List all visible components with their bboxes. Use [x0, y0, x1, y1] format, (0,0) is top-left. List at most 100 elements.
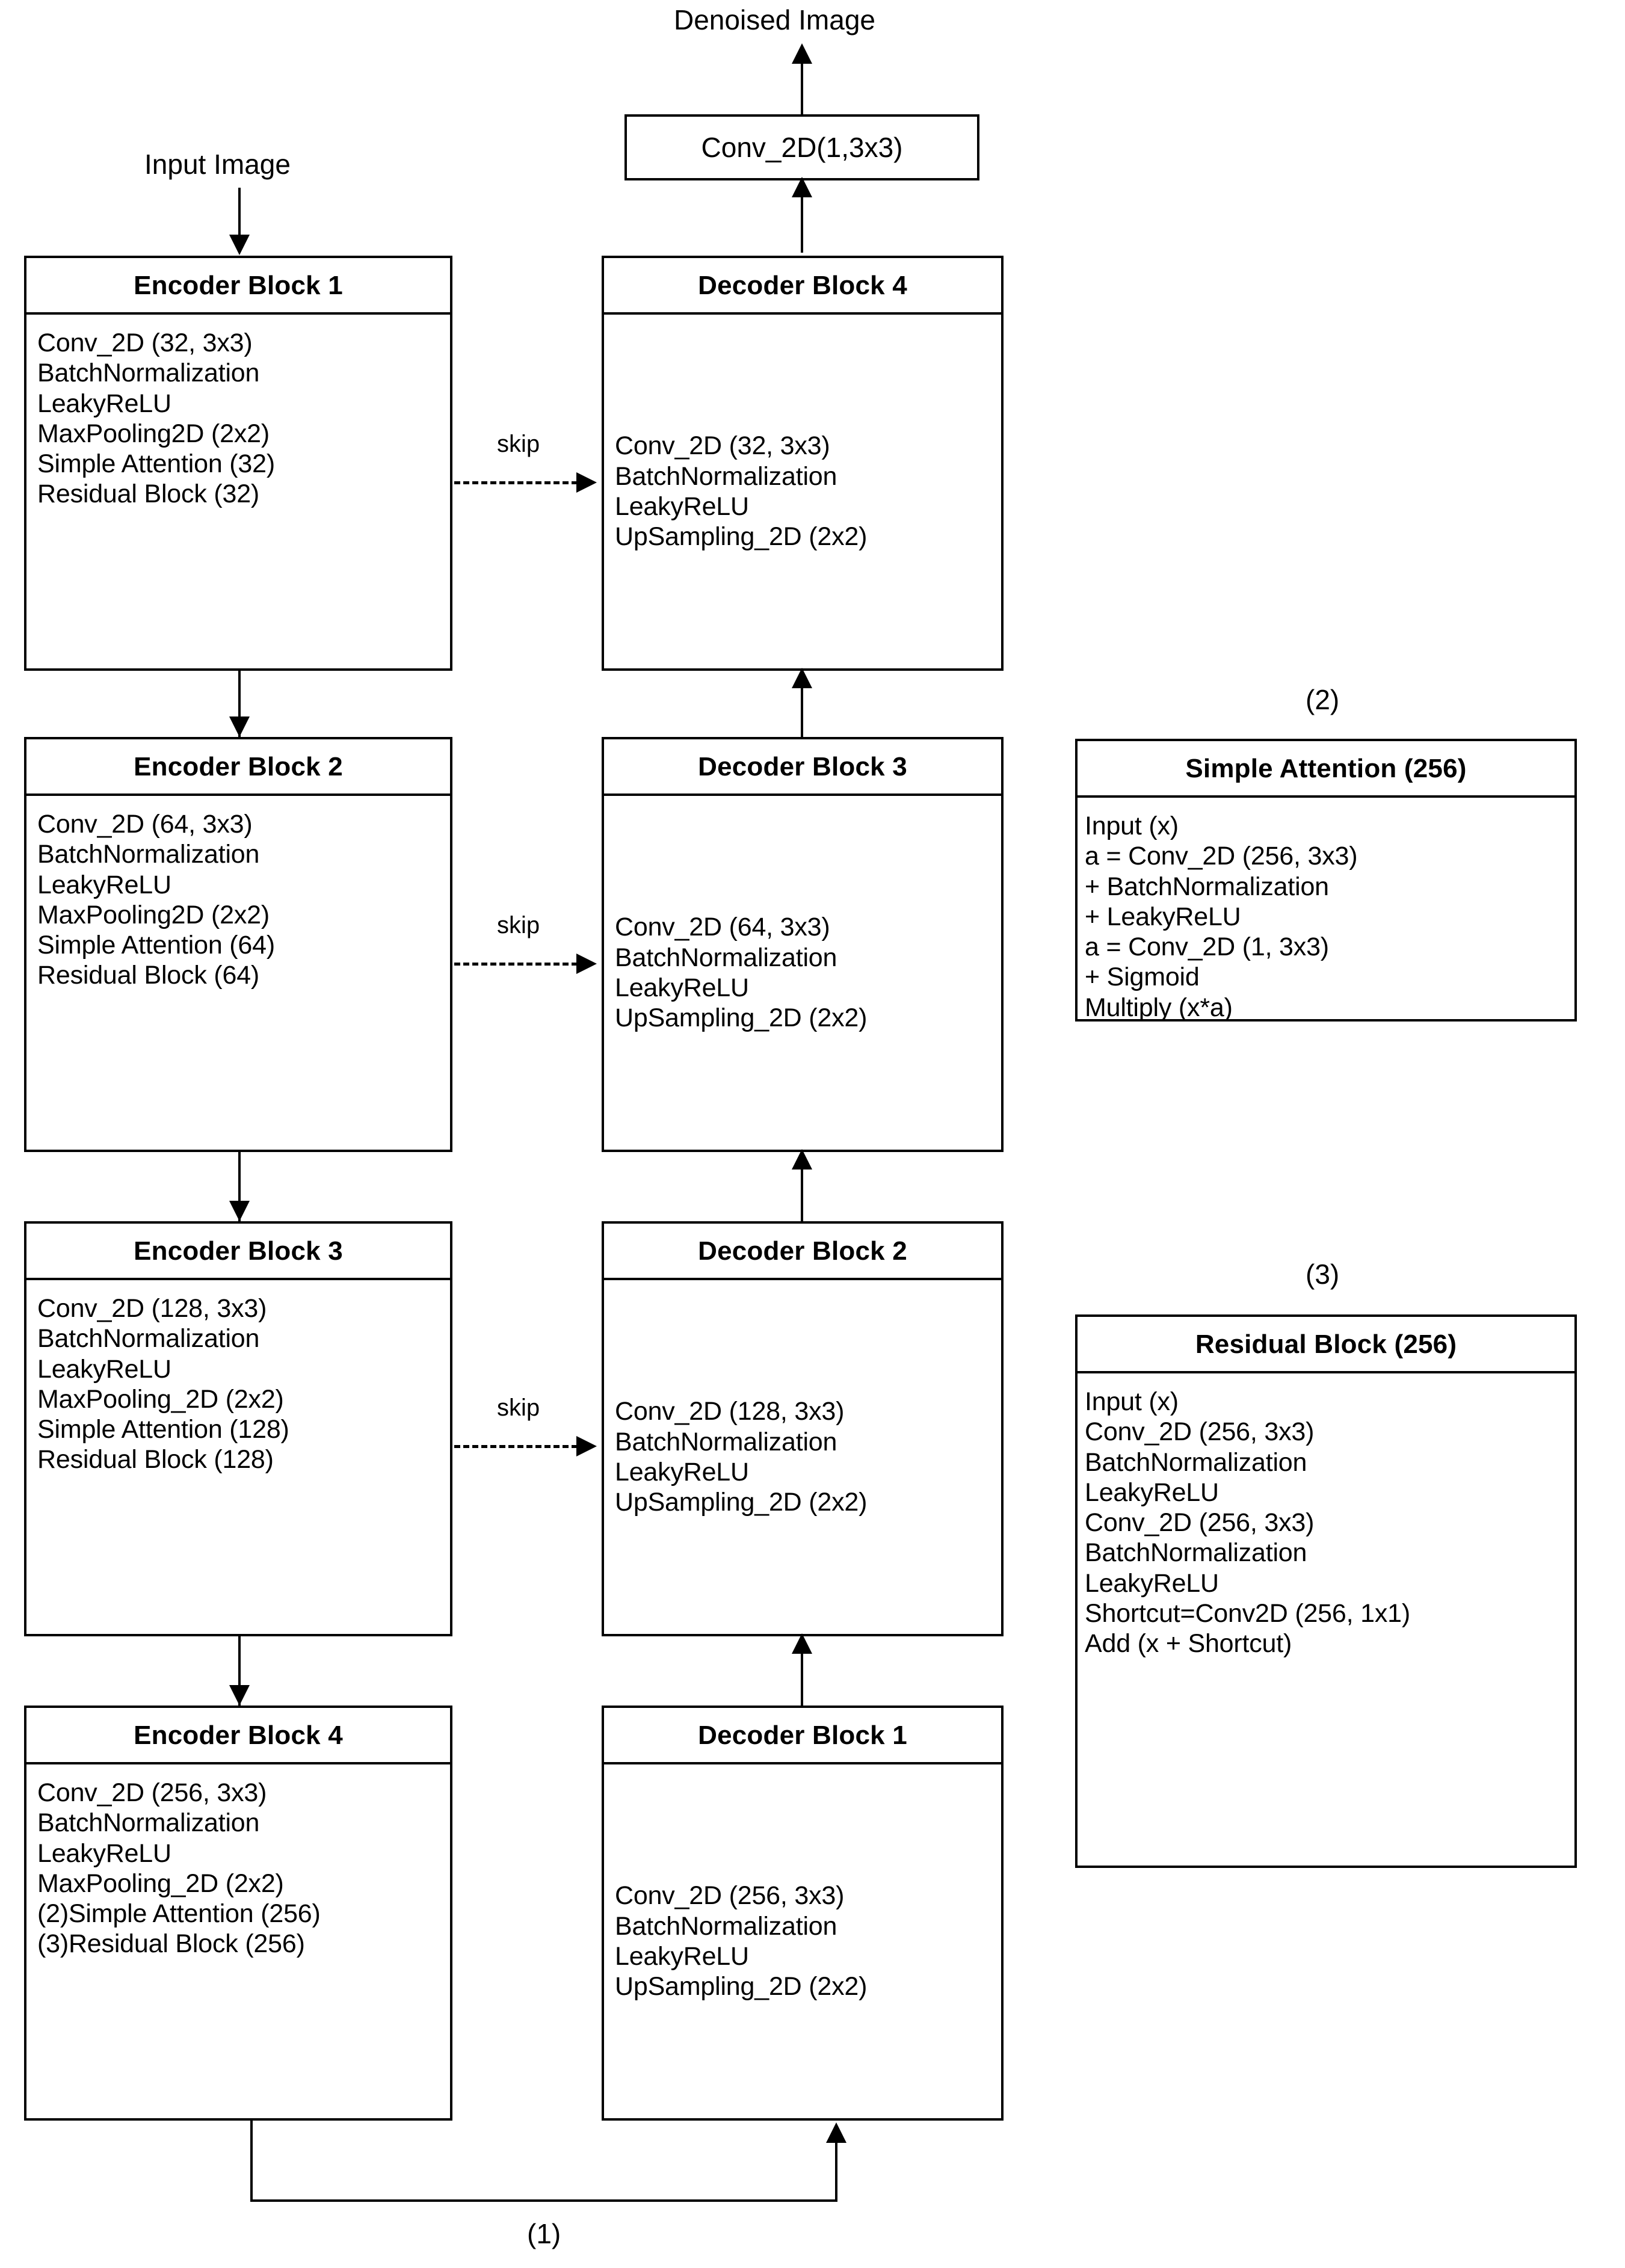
layer-line: Conv_2D (32, 3x3)	[37, 328, 253, 357]
input-image-label: Input Image	[144, 149, 291, 180]
encoder-block-3-title: Encoder Block 3	[26, 1224, 450, 1280]
decoder-block-1-title: Decoder Block 1	[604, 1708, 1001, 1764]
layer-line: + BatchNormalization	[1085, 872, 1329, 901]
arrow-up-to-denoised	[792, 43, 812, 64]
encoder-block-1-layers: Conv_2D (32, 3x3) BatchNormalization Lea…	[26, 315, 450, 668]
layer-line: Simple Attention (128)	[37, 1415, 289, 1444]
layer-line: (3)Residual Block (256)	[37, 1929, 305, 1959]
connector-conv-to-denoised	[801, 49, 803, 114]
decoder-block-3-title: Decoder Block 3	[604, 739, 1001, 796]
bottleneck-vline-right	[835, 2130, 837, 2201]
layer-line: + Sigmoid	[1085, 963, 1200, 992]
layer-line: Residual Block (128)	[37, 1445, 274, 1475]
layer-line: LeakyReLU	[615, 973, 749, 1002]
encoder-block-4[interactable]: Encoder Block 4 Conv_2D (256, 3x3) Batch…	[24, 1706, 452, 2121]
layer-line: BatchNormalization	[37, 1324, 260, 1354]
layer-line: BatchNormalization	[615, 943, 837, 972]
layer-line: Conv_2D (256, 3x3)	[615, 1881, 845, 1911]
connector-encoder3-to-encoder4	[238, 1636, 241, 1706]
decoder-block-3[interactable]: Decoder Block 3 Conv_2D (64, 3x3) BatchN…	[602, 737, 1004, 1152]
layer-line: MaxPooling_2D (2x2)	[37, 1384, 284, 1414]
decoder-block-1[interactable]: Decoder Block 1 Conv_2D (256, 3x3) Batch…	[602, 1706, 1004, 2121]
layer-line: Multiply (x*a)	[1085, 993, 1233, 1022]
simple-attention-title: Simple Attention (256)	[1078, 741, 1574, 798]
bottleneck-vline-left	[250, 2121, 253, 2202]
bottleneck-arrow-up	[826, 2122, 846, 2143]
decoder-block-3-layers: Conv_2D (64, 3x3) BatchNormalization Lea…	[604, 796, 1001, 1150]
decoder-block-2-title: Decoder Block 2	[604, 1224, 1001, 1280]
residual-reference-label: (3)	[1306, 1259, 1340, 1290]
encoder-block-1-title: Encoder Block 1	[26, 258, 450, 315]
layer-line: Input (x)	[1085, 1387, 1179, 1416]
decoder-block-2-layers: Conv_2D (128, 3x3) BatchNormalization Le…	[604, 1280, 1001, 1634]
layer-line: Shortcut=Conv2D (256, 1x1)	[1085, 1599, 1410, 1629]
arrow-up-decoder4	[792, 668, 812, 688]
connector-encoder1-to-encoder2	[238, 671, 241, 737]
encoder-block-2-title: Encoder Block 2	[26, 739, 450, 796]
layer-line: BatchNormalization	[1085, 1538, 1307, 1568]
skip-arrow-3	[576, 1436, 597, 1456]
layer-line: LeakyReLU	[615, 492, 749, 521]
layer-line: Conv_2D (128, 3x3)	[37, 1294, 267, 1323]
layer-line: Conv_2D (256, 3x3)	[1085, 1508, 1315, 1538]
layer-line: LeakyReLU	[1085, 1568, 1219, 1598]
decoder-block-4[interactable]: Decoder Block 4 Conv_2D (32, 3x3) BatchN…	[602, 256, 1004, 671]
layer-line: Conv_2D (64, 3x3)	[615, 913, 830, 942]
layer-line: Add (x + Shortcut)	[1085, 1629, 1292, 1659]
encoder-block-3-layers: Conv_2D (128, 3x3) BatchNormalization Le…	[26, 1280, 450, 1634]
encoder-block-4-layers: Conv_2D (256, 3x3) BatchNormalization Le…	[26, 1764, 450, 2118]
layer-line: LeakyReLU	[615, 1942, 749, 1971]
arrow-up-to-conv	[792, 177, 812, 197]
encoder-block-2-layers: Conv_2D (64, 3x3) BatchNormalization Lea…	[26, 796, 450, 1150]
skip-label-2: skip	[497, 912, 540, 938]
layer-line: BatchNormalization	[1085, 1447, 1307, 1477]
layer-line: MaxPooling2D (2x2)	[37, 419, 270, 448]
layer-line: LeakyReLU	[37, 870, 171, 899]
skip-dashed-line-3	[454, 1445, 578, 1448]
layer-line: UpSampling_2D (2x2)	[615, 1488, 868, 1517]
layer-line: BatchNormalization	[615, 461, 837, 491]
arrow-down-encoder3	[229, 1201, 250, 1221]
connector-decoder2-to-decoder3	[801, 1152, 803, 1222]
layer-line: UpSampling_2D (2x2)	[615, 1972, 868, 2001]
connector-encoder2-to-encoder3	[238, 1152, 241, 1221]
layer-line: BatchNormalization	[37, 359, 260, 388]
layer-line: a = Conv_2D (1, 3x3)	[1085, 932, 1329, 962]
layer-line: UpSampling_2D (2x2)	[615, 1003, 868, 1033]
skip-dashed-line-1	[454, 481, 578, 484]
layer-line: BatchNormalization	[37, 840, 260, 869]
residual-block-title: Residual Block (256)	[1078, 1317, 1574, 1373]
layer-line: Simple Attention (32)	[37, 449, 275, 479]
arrow-down-encoder4	[229, 1685, 250, 1706]
attention-reference-label: (2)	[1306, 684, 1340, 715]
layer-line: MaxPooling_2D (2x2)	[37, 1869, 284, 1898]
layer-line: Conv_2D (256, 3x3)	[1085, 1417, 1315, 1447]
connector-decoder1-to-decoder2	[801, 1636, 803, 1707]
encoder-block-2[interactable]: Encoder Block 2 Conv_2D (64, 3x3) BatchN…	[24, 737, 452, 1152]
layer-line: LeakyReLU	[37, 389, 171, 418]
layer-line: LeakyReLU	[37, 1354, 171, 1384]
decoder-block-2[interactable]: Decoder Block 2 Conv_2D (128, 3x3) Batch…	[602, 1221, 1004, 1636]
layer-line: (2)Simple Attention (256)	[37, 1899, 321, 1929]
layer-line: Conv_2D (64, 3x3)	[37, 810, 253, 839]
decoder-block-4-layers: Conv_2D (32, 3x3) BatchNormalization Lea…	[604, 315, 1001, 668]
layer-line: Conv_2D (128, 3x3)	[615, 1397, 845, 1426]
encoder-block-1[interactable]: Encoder Block 1 Conv_2D (32, 3x3) BatchN…	[24, 256, 452, 671]
layer-line: BatchNormalization	[615, 1427, 837, 1456]
denoised-image-label: Denoised Image	[674, 4, 875, 35]
layer-line: LeakyReLU	[1085, 1478, 1219, 1507]
residual-block-module[interactable]: Residual Block (256) Input (x) Conv_2D (…	[1075, 1314, 1577, 1868]
layer-line: BatchNormalization	[615, 1911, 837, 1941]
skip-dashed-line-2	[454, 963, 578, 966]
skip-label-3: skip	[497, 1394, 540, 1421]
encoder-block-4-title: Encoder Block 4	[26, 1708, 450, 1764]
encoder-block-3[interactable]: Encoder Block 3 Conv_2D (128, 3x3) Batch…	[24, 1221, 452, 1636]
layer-line: Input (x)	[1085, 812, 1179, 840]
decoder-block-1-layers: Conv_2D (256, 3x3) BatchNormalization Le…	[604, 1764, 1001, 2118]
skip-arrow-2	[576, 954, 597, 974]
layer-line: LeakyReLU	[615, 1458, 749, 1487]
layer-line: LeakyReLU	[37, 1838, 171, 1868]
layer-line: BatchNormalization	[37, 1808, 260, 1838]
simple-attention-module[interactable]: Simple Attention (256) Input (x) a = Con…	[1075, 739, 1577, 1022]
